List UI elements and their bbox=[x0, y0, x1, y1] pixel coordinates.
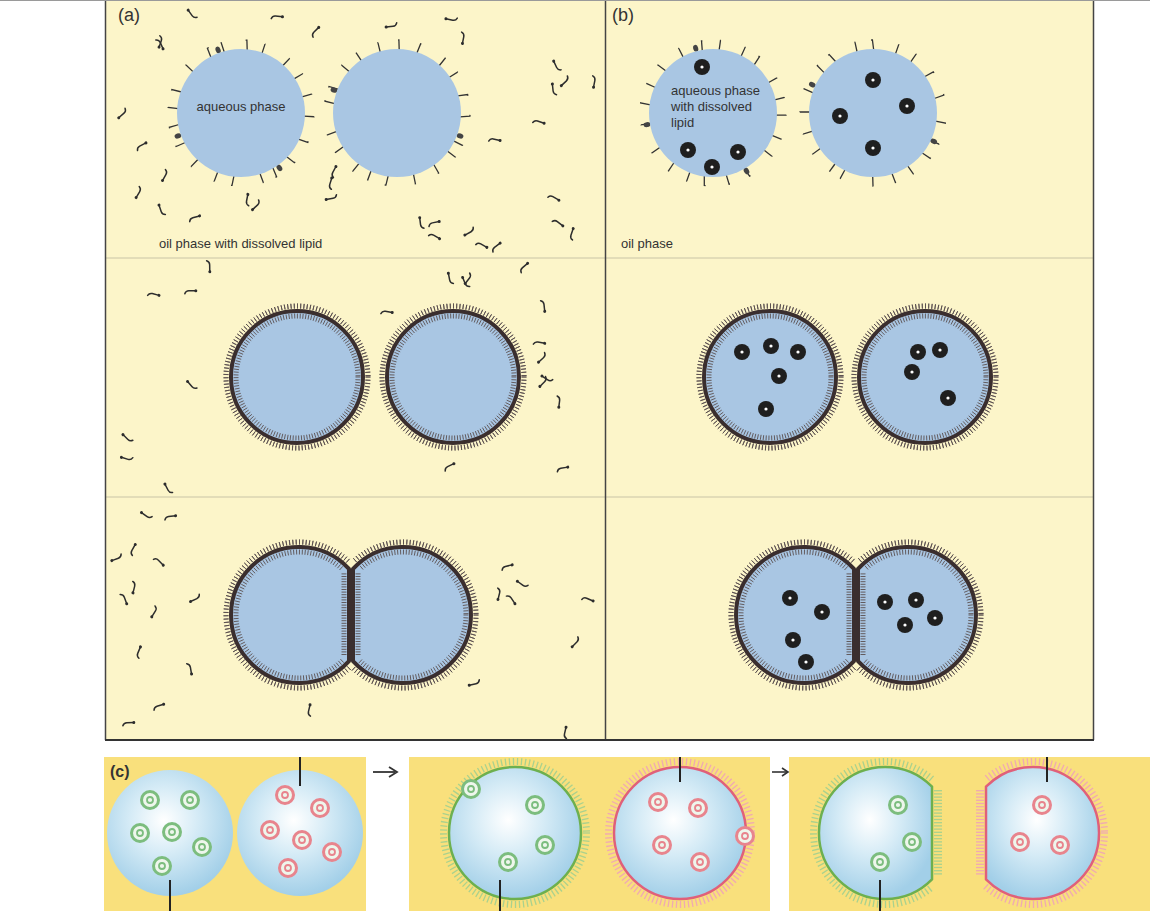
lipid-tail bbox=[445, 445, 446, 450]
interface-bilayer bbox=[349, 571, 353, 659]
lipid-tail bbox=[292, 675, 293, 680]
droplet-bilayer bbox=[387, 311, 519, 443]
lipid-tail bbox=[305, 445, 306, 450]
lipid-tail bbox=[446, 435, 447, 440]
lipid-tail bbox=[304, 304, 305, 309]
lipid-tail bbox=[390, 383, 395, 384]
lipid-tail bbox=[447, 304, 448, 309]
aqueous-droplet bbox=[333, 49, 461, 177]
droplet-bilayer bbox=[353, 547, 471, 683]
lipid-tail bbox=[234, 383, 239, 384]
lipid-tail bbox=[304, 435, 305, 440]
lipid-tail bbox=[291, 304, 292, 309]
lipid-tail bbox=[224, 368, 229, 369]
lipid-tail bbox=[307, 685, 308, 690]
lipid-tail bbox=[290, 435, 291, 440]
lipid-tail bbox=[224, 622, 229, 623]
lipid-tail bbox=[234, 607, 239, 608]
lipid-tail bbox=[305, 550, 306, 555]
lipid-tail bbox=[291, 550, 292, 555]
lipid-tail bbox=[365, 369, 370, 370]
lipid-tail bbox=[460, 435, 461, 440]
lipid-tail bbox=[289, 445, 290, 450]
droplet-bilayer bbox=[231, 311, 363, 443]
lipid-tail bbox=[521, 383, 526, 384]
droplet-bilayer bbox=[231, 547, 349, 683]
lipid-tail bbox=[355, 382, 360, 383]
lipid-head bbox=[194, 289, 197, 292]
lipid-tail bbox=[355, 370, 360, 371]
step-arrow bbox=[373, 767, 397, 777]
step-arrow bbox=[772, 768, 788, 776]
lipid-tail bbox=[380, 384, 385, 385]
lipid-tail bbox=[473, 625, 478, 626]
lipid-tail bbox=[461, 445, 462, 450]
lipid-tail bbox=[304, 116, 314, 117]
lipid-tail bbox=[459, 314, 460, 319]
lipid-tail bbox=[289, 540, 290, 545]
lipid-tail bbox=[306, 540, 307, 545]
lipid-tail bbox=[306, 675, 307, 680]
lipid-tail bbox=[380, 368, 385, 369]
lipid-tail bbox=[365, 383, 370, 384]
lipid-tail bbox=[511, 382, 516, 383]
lipid-tail bbox=[511, 370, 516, 371]
lipid-tail bbox=[460, 304, 461, 309]
lipid-tail bbox=[291, 685, 292, 690]
lipid-tail bbox=[521, 369, 526, 370]
lipid-tail bbox=[224, 384, 229, 385]
lipid-tail bbox=[234, 621, 239, 622]
lipid-tail bbox=[303, 314, 304, 319]
